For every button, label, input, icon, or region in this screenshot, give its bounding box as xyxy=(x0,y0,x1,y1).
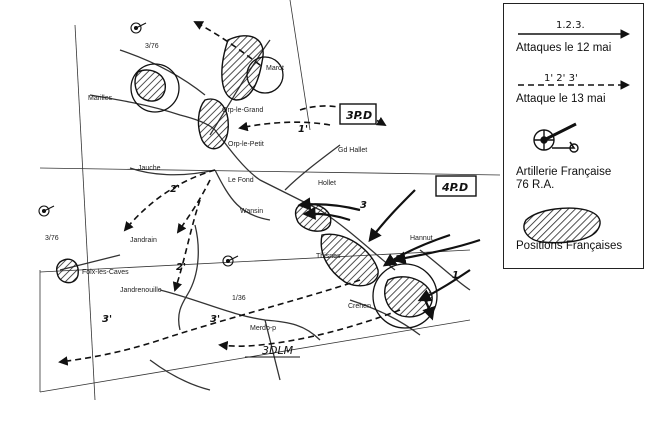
place-marot: Marot xyxy=(266,65,284,72)
roads xyxy=(59,39,471,391)
artillery-labels: 3/76 3/76 1/36 xyxy=(45,43,246,302)
attack-number-3p: 3' xyxy=(102,314,112,325)
attacks-12-may xyxy=(297,189,481,321)
legend-graphics: 1.2.3. 1' 2' 3' xyxy=(518,20,630,244)
artillery-label-2: 3/76 xyxy=(45,235,59,242)
place-marilles: Marilles xyxy=(88,95,113,102)
legend-positions-label: Positions Françaises xyxy=(516,240,623,252)
place-orp-le-grand: Orp-le-Grand xyxy=(222,107,263,114)
legend-attack-12-label: Attaques le 12 mai xyxy=(516,42,612,54)
unit-boxes: 3P.D 4P.D 3DLM xyxy=(245,103,477,358)
unit-3dlm: 3DLM xyxy=(262,344,294,357)
artillery-label-1: 3/76 xyxy=(145,43,159,50)
hatched-position-icon xyxy=(523,207,601,244)
place-hannut: Hannut xyxy=(410,235,433,242)
place-jauche: Jauche xyxy=(138,165,161,172)
place-thisnes: Thisnes xyxy=(316,253,341,260)
place-folx-les-caves: Folx-les-Caves xyxy=(82,269,129,276)
place-merdorp: Merdo-p xyxy=(250,325,276,332)
place-labels: Marot Marilles Orp-le-Grand Orp-le-Petit… xyxy=(82,65,433,332)
attack-number-2: 2 xyxy=(395,254,402,265)
legend-attack-13-numbers: 1' 2' 3' xyxy=(544,73,578,84)
attack-numbers: 1 2 3 1' 2' 3' 2' 3' xyxy=(102,124,459,325)
cannon-icon xyxy=(38,205,55,217)
grid-lines xyxy=(39,0,501,401)
position-circles xyxy=(130,56,438,329)
cannon-icon xyxy=(222,255,239,267)
attack-number-1: 1 xyxy=(452,270,459,281)
map-legend: 1.2.3. 1' 2' 3' Attaques le 12 mai Attaq… xyxy=(503,3,644,269)
unit-3pd: 3P.D xyxy=(346,109,372,122)
attacks-13-may xyxy=(58,21,401,366)
artillery-label-3: 1/36 xyxy=(232,295,246,302)
cannon-icon xyxy=(533,122,579,153)
legend-artillery-label-line1: Artillerie Française xyxy=(516,166,612,178)
attack-number-1p: 1' xyxy=(298,124,308,135)
unit-4pd: 4P.D xyxy=(441,181,468,194)
legend-attack-12-numbers: 1.2.3. xyxy=(556,20,585,31)
place-le-fond: Le Fond xyxy=(228,177,254,184)
place-jandrain: Jandrain xyxy=(130,237,157,244)
place-gd-hallet: Gd Hallet xyxy=(338,147,367,154)
attack-number-2p: 2' xyxy=(170,184,180,195)
legend-artillery-label-line2: 76 R.A. xyxy=(516,179,555,191)
legend-attack-13-label: Attaque le 13 mai xyxy=(516,93,606,105)
place-crehen: Crehen xyxy=(348,303,371,310)
place-hollet: Hollet xyxy=(318,180,336,187)
place-orp-le-petit: Orp-le-Petit xyxy=(228,141,264,148)
map-artillery-icons xyxy=(38,22,239,267)
attack-number-3p-b: 3' xyxy=(210,314,220,325)
place-jandrenouille: Jandrenouille xyxy=(120,287,162,294)
place-wansin: Wansin xyxy=(240,208,263,215)
cannon-icon xyxy=(130,22,147,34)
attack-number-3: 3 xyxy=(360,200,367,211)
attack-number-2p-b: 2' xyxy=(176,262,186,273)
